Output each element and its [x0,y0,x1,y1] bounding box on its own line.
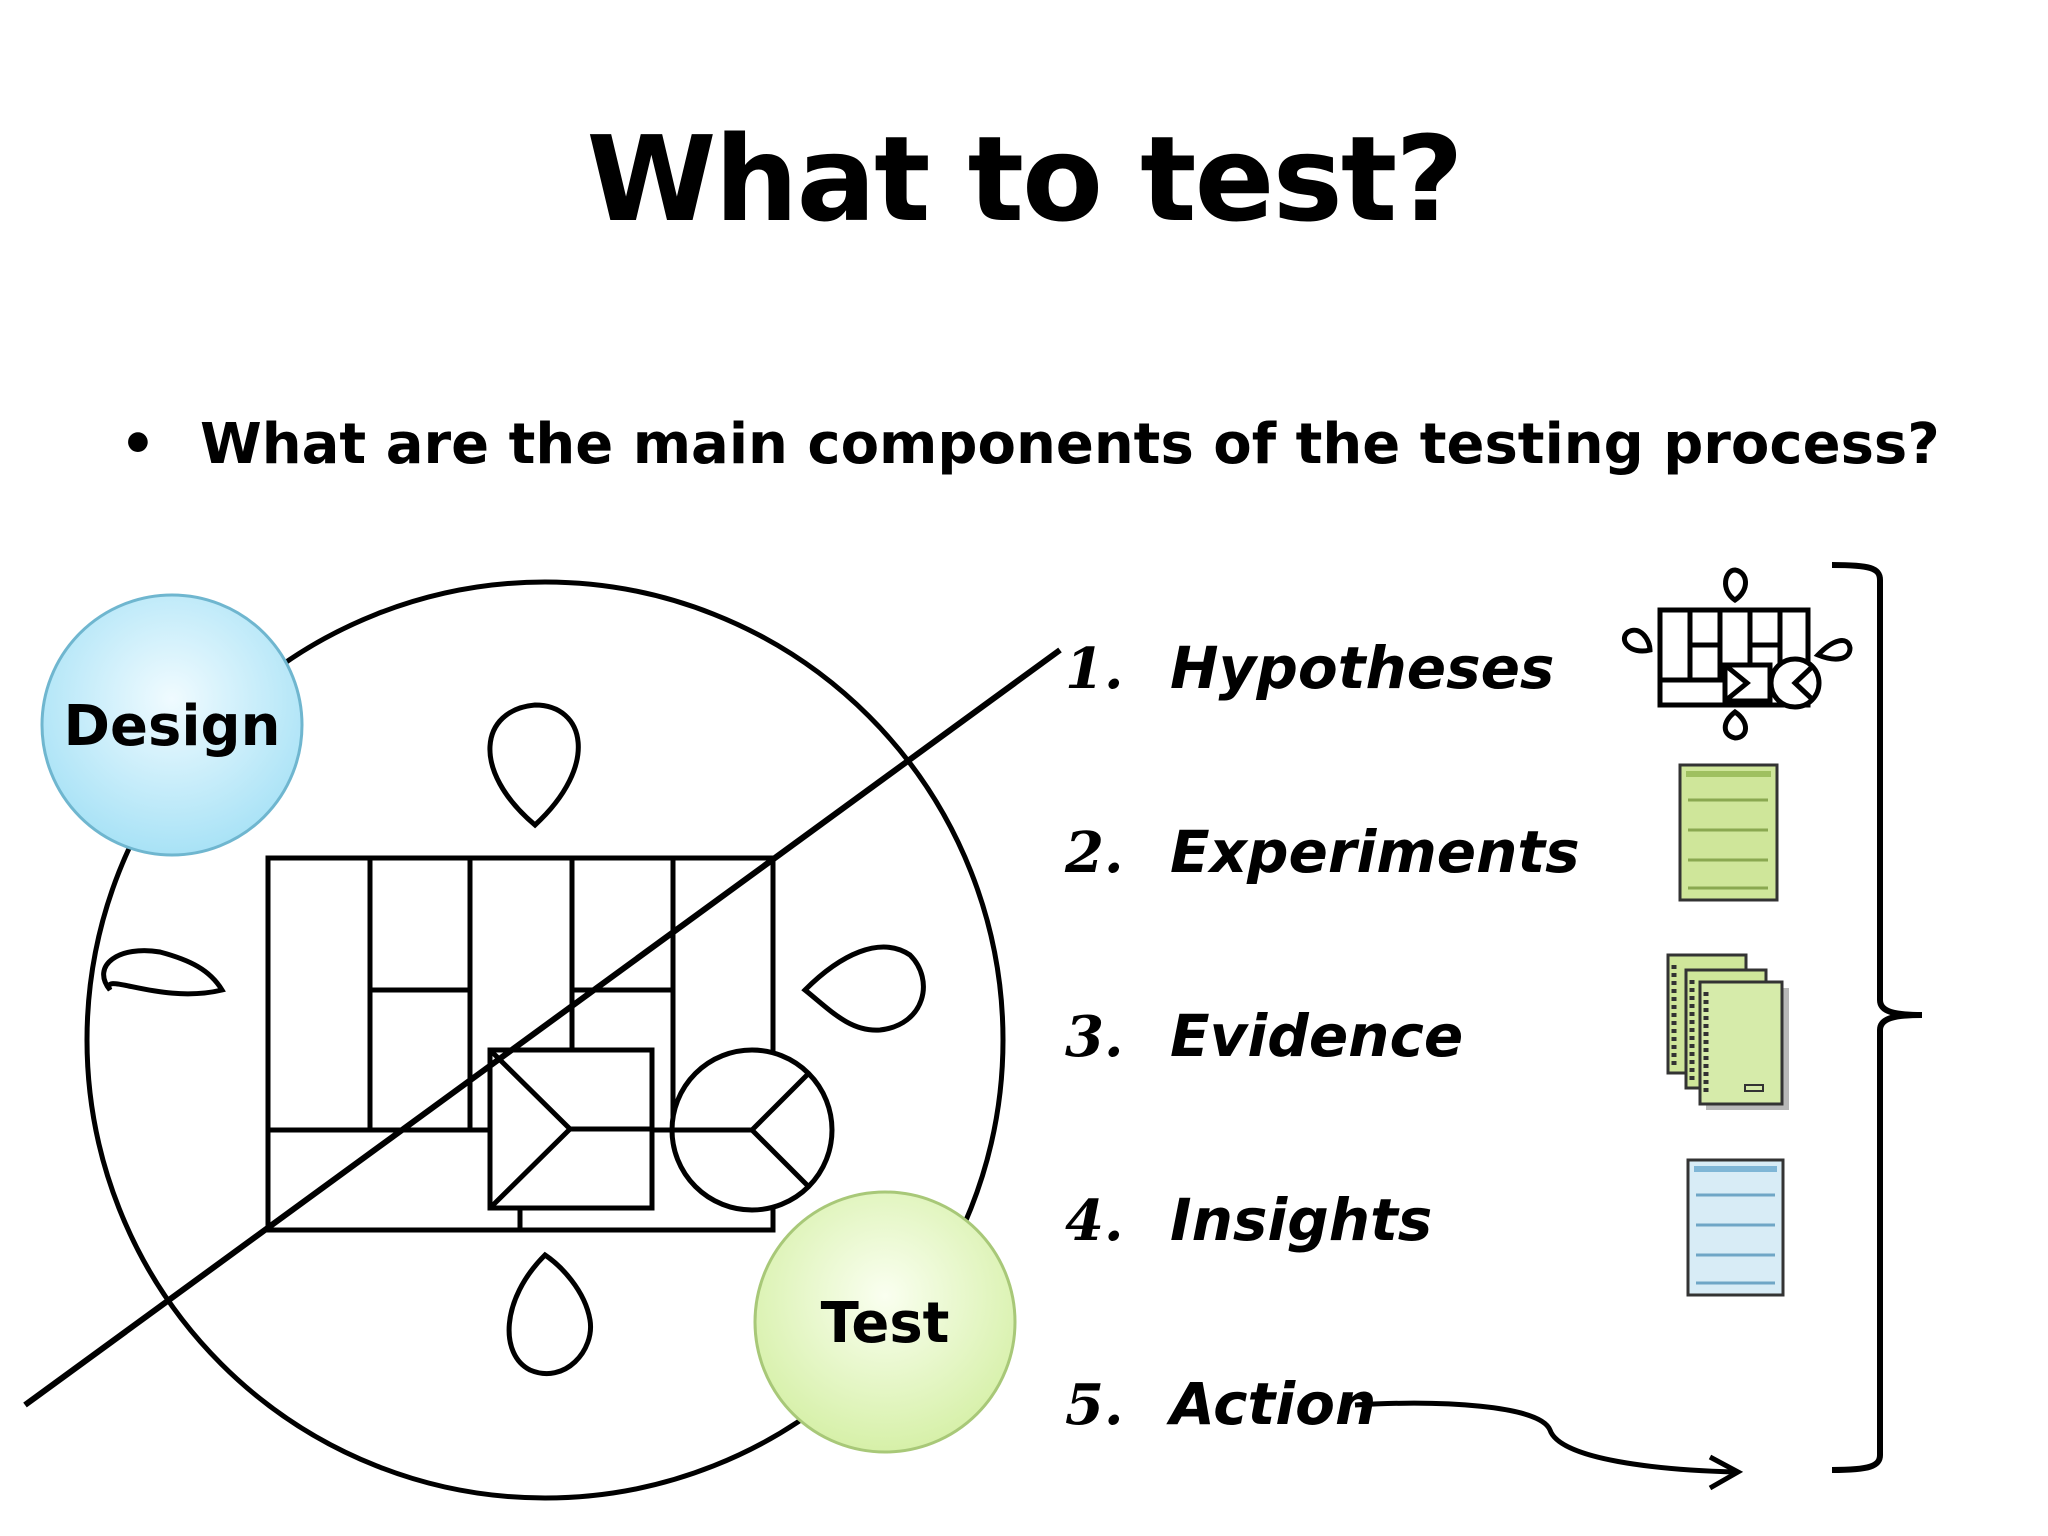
bullet-text: What are the main components of the test… [200,412,1940,477]
teardrop-icon [487,702,581,829]
list-label: Action [1166,1370,1376,1438]
green-card-icon [1678,763,1779,902]
curved-arrow-icon [1354,1400,1744,1491]
list-number: 5. [1065,1372,1123,1438]
list-label: Experiments [1170,818,1580,886]
design-circle: Design [40,593,304,857]
list-item-experiments: 2. Experiments [1064,818,1580,886]
list-number: 2. [1064,820,1123,886]
slide-title: What to test? [586,110,1463,248]
teardrop-icon [801,944,926,1033]
experiment-box-icon [487,1047,655,1211]
stacked-cards-icon [1666,953,1789,1110]
list-label: Evidence [1170,1002,1463,1070]
component-list: 1. Hypotheses 2. Experiments 3. Evidence… [1064,634,1580,1438]
diagonal-line [23,647,1062,1408]
process-circle [84,579,1006,1501]
metric-circle-icon [669,1047,835,1213]
list-label: Insights [1170,1186,1432,1254]
list-number: 1. [1065,636,1123,702]
list-label: Hypotheses [1170,634,1554,702]
list-number: 4. [1065,1188,1123,1254]
canvas-mini-icon [1621,567,1853,741]
list-item-insights: 4. Insights [1065,1186,1432,1254]
test-circle: Test [753,1190,1017,1454]
list-item-evidence: 3. Evidence [1065,1002,1463,1070]
list-item-hypotheses: 1. Hypotheses [1065,634,1554,702]
list-number: 3. [1065,1004,1123,1070]
blue-card-icon [1686,1158,1785,1297]
teardrop-icon [101,948,226,997]
right-bracket [1831,562,1923,1473]
teardrop-icon [506,1251,594,1377]
design-label: Design [64,694,281,759]
list-item-action: 5. Action [1065,1370,1376,1438]
test-label: Test [821,1291,950,1356]
bullet-marker: • [120,412,156,477]
bullet-question: • What are the main components of the tes… [120,412,1940,477]
